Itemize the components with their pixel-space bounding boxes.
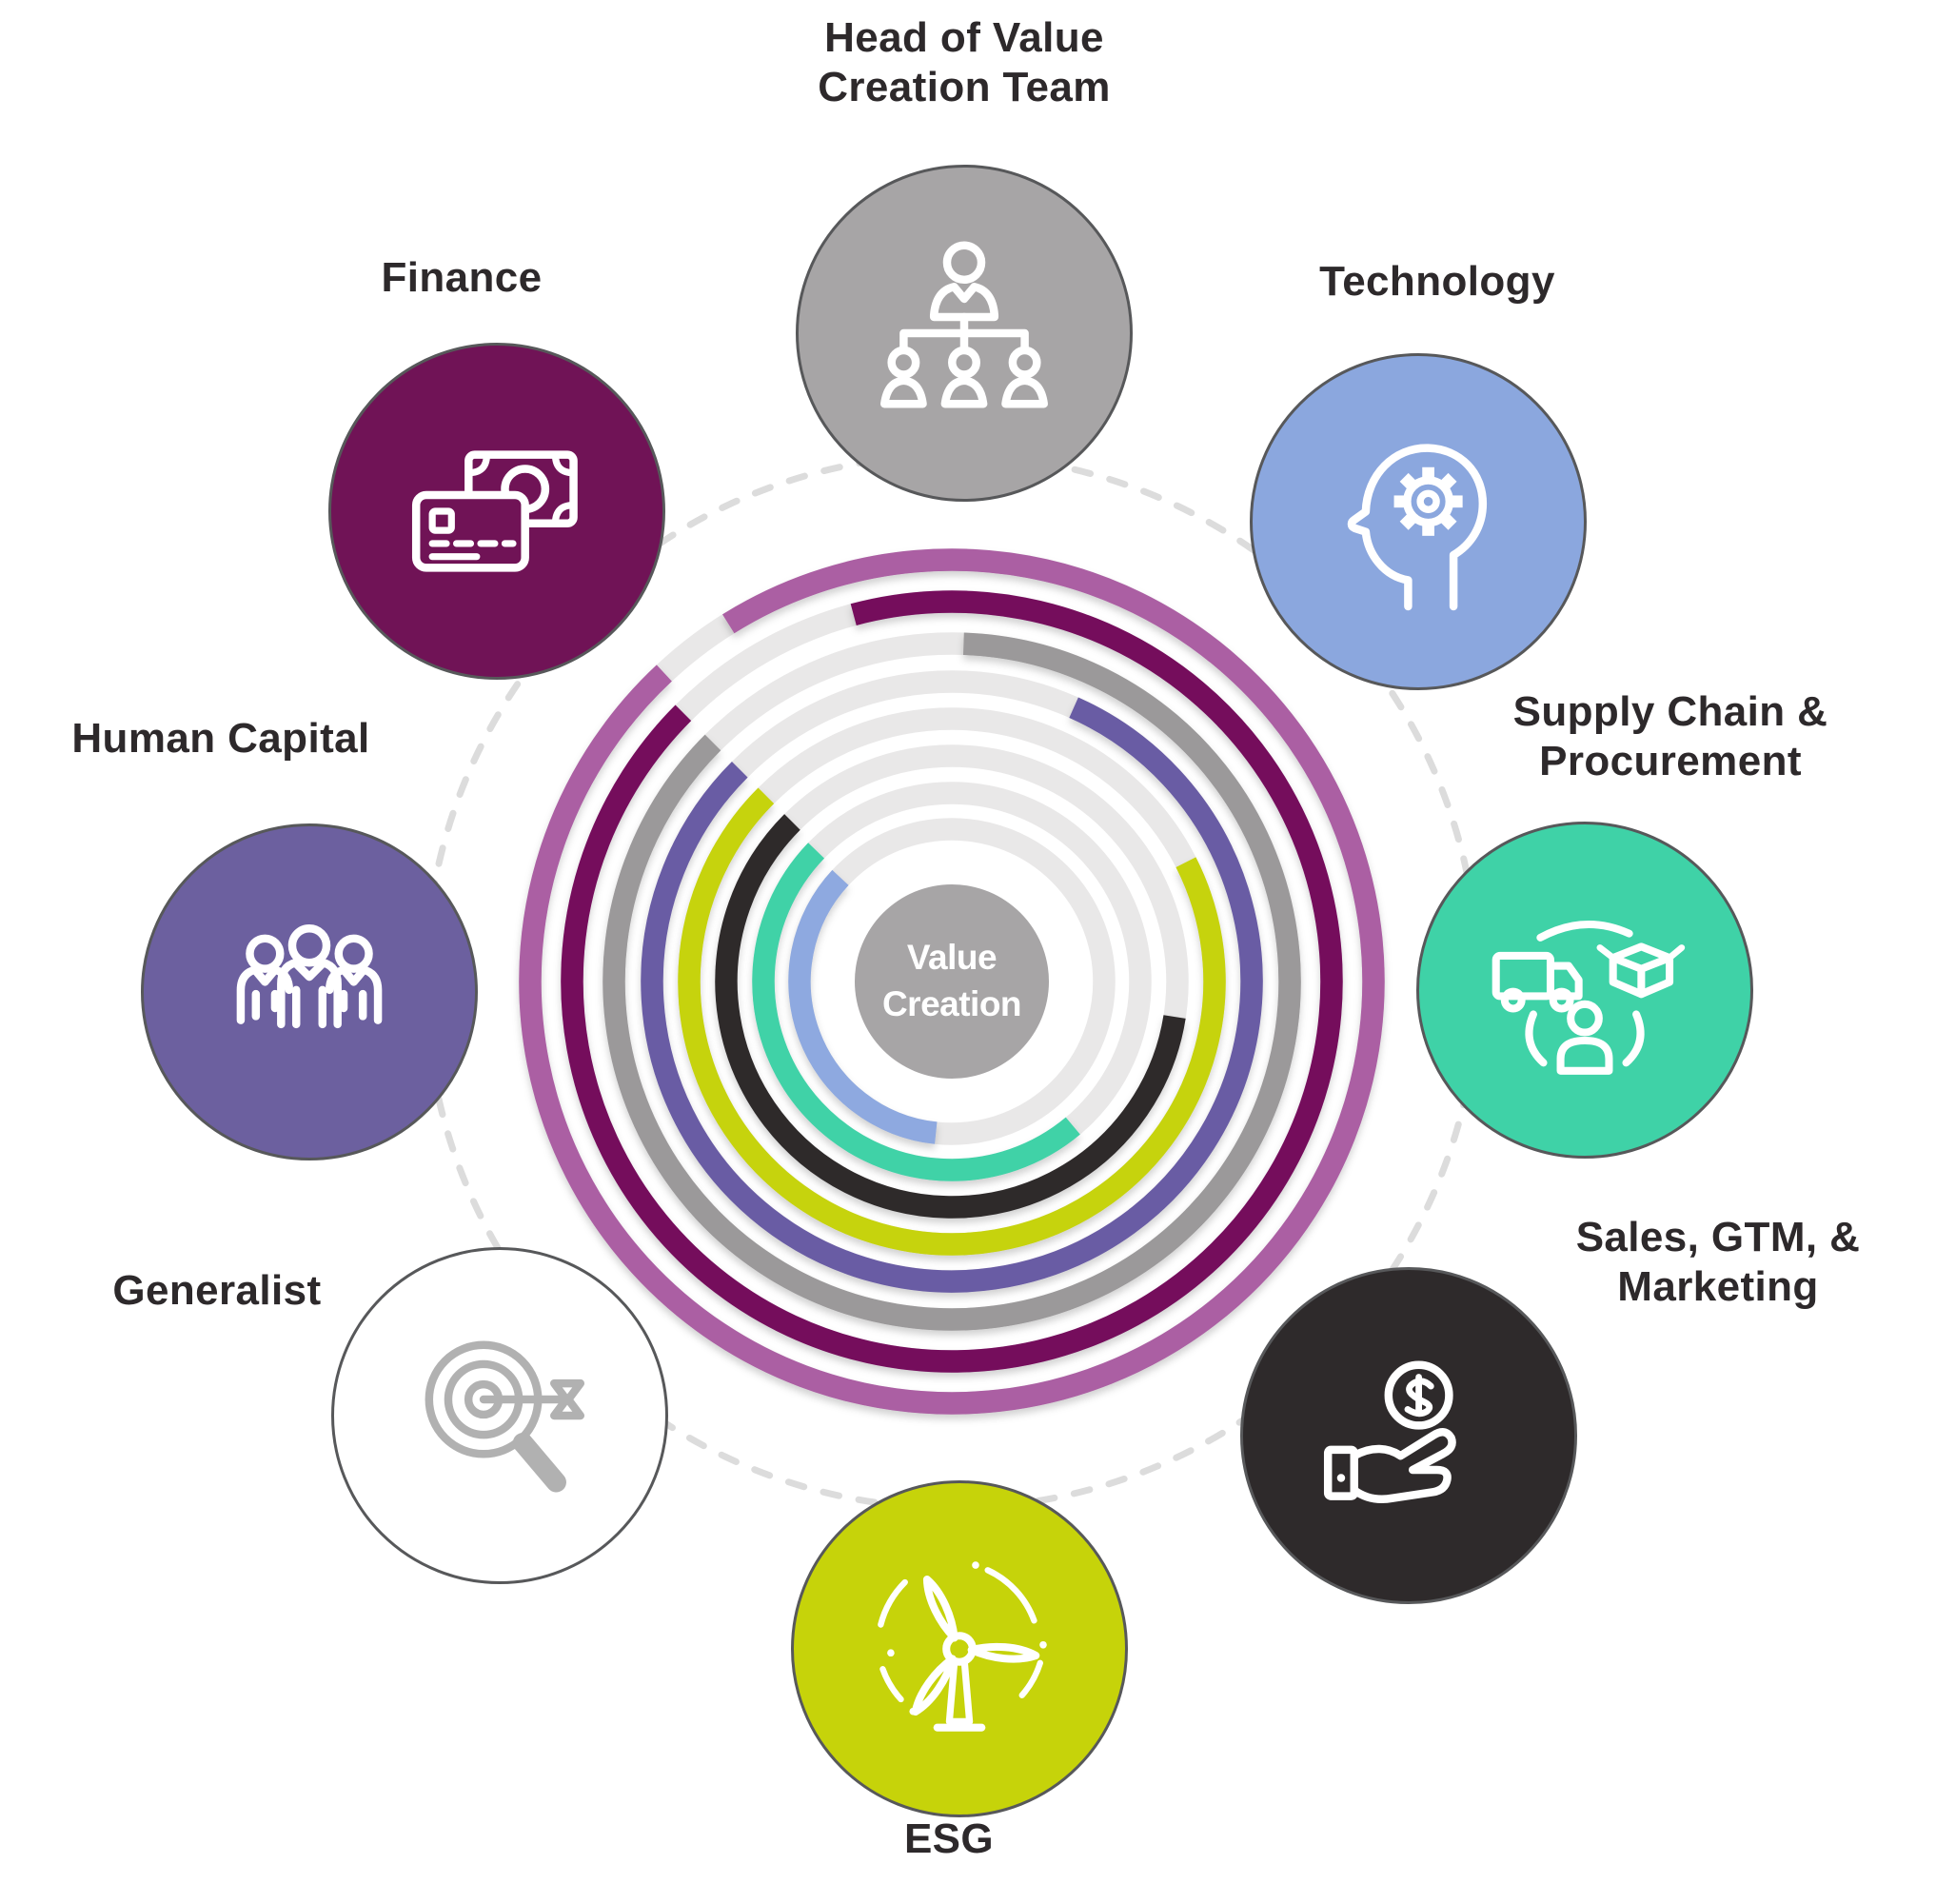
node-circle-sales-gtm-marketing — [1240, 1267, 1577, 1604]
org-chart-icon — [880, 241, 1048, 408]
truck-box-person-icon — [1492, 920, 1686, 1075]
hub-label-line2: Creation — [881, 984, 1022, 1023]
node-label-human-capital: Human Capital — [71, 715, 370, 762]
node-circle-generalist — [331, 1247, 668, 1584]
node-label-esg: ESG — [903, 1815, 995, 1862]
ring-arc-chartreuse — [678, 787, 1226, 1256]
node-label-sales-gtm-marketing: Sales, GTM, & Marketing — [1575, 1214, 1861, 1310]
head-gear-icon — [1347, 444, 1488, 611]
node-label-supply-chain-procurement: Supply Chain & Procurement — [1512, 688, 1828, 784]
node-circle-finance — [328, 343, 665, 680]
ring-arc-blue — [788, 869, 938, 1144]
ring-arc-black — [715, 814, 1186, 1219]
ring-arc-orchid — [519, 548, 1385, 1415]
node-label-technology: Technology — [1319, 258, 1555, 305]
value-creation-hub: Value Creation — [855, 884, 1049, 1079]
people-icon — [236, 923, 383, 1029]
ring-arc-teal — [752, 843, 1080, 1181]
ring-arc-purple — [641, 697, 1263, 1293]
target-magnifier-icon — [425, 1340, 585, 1493]
hand-dollar-icon — [1323, 1360, 1456, 1504]
node-label-generalist: Generalist — [112, 1267, 322, 1314]
hub-label-line1: Value — [906, 938, 998, 978]
node-label-finance: Finance — [381, 254, 543, 301]
node-circle-head-of-value-creation-team — [796, 165, 1133, 502]
wind-turbine-icon — [878, 1561, 1047, 1732]
card-money-icon — [411, 450, 578, 572]
ring-arc-gray — [603, 632, 1301, 1331]
node-circle-esg — [791, 1480, 1128, 1817]
node-circle-supply-chain-procurement — [1416, 822, 1753, 1159]
node-label-head-of-value-creation-team: Head of Value Creation Team — [818, 14, 1111, 110]
node-circle-human-capital — [141, 823, 478, 1160]
ring-arc-magenta — [561, 590, 1343, 1373]
node-circle-technology — [1250, 353, 1587, 690]
